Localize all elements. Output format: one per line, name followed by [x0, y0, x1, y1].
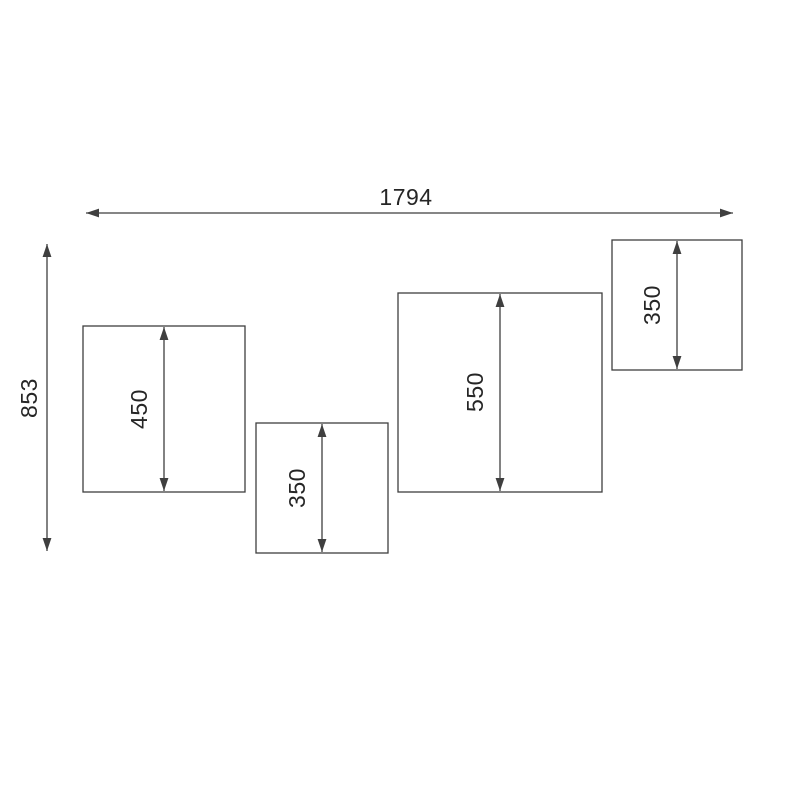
- panel-4-outline: [611, 239, 743, 371]
- panel-2-outline: [255, 422, 389, 554]
- panel-3-outline: [397, 292, 603, 493]
- panel-3-height-label: 550: [462, 372, 488, 412]
- panel-4-height-label: 350: [639, 285, 665, 325]
- overall-width-dimension: 1794: [86, 184, 733, 218]
- panel-2: 350: [255, 422, 389, 554]
- panel-4: 350: [611, 239, 743, 371]
- overall-height-label: 853: [16, 378, 42, 418]
- panel-3: 550: [397, 292, 603, 493]
- overall-width-label: 1794: [379, 184, 432, 210]
- panel-2-height-label: 350: [284, 468, 310, 508]
- panel-1-height-label: 450: [126, 389, 152, 429]
- panel-1: 450: [82, 325, 246, 493]
- overall-height-dimension: 853: [16, 244, 52, 551]
- panel-1-outline: [82, 325, 246, 493]
